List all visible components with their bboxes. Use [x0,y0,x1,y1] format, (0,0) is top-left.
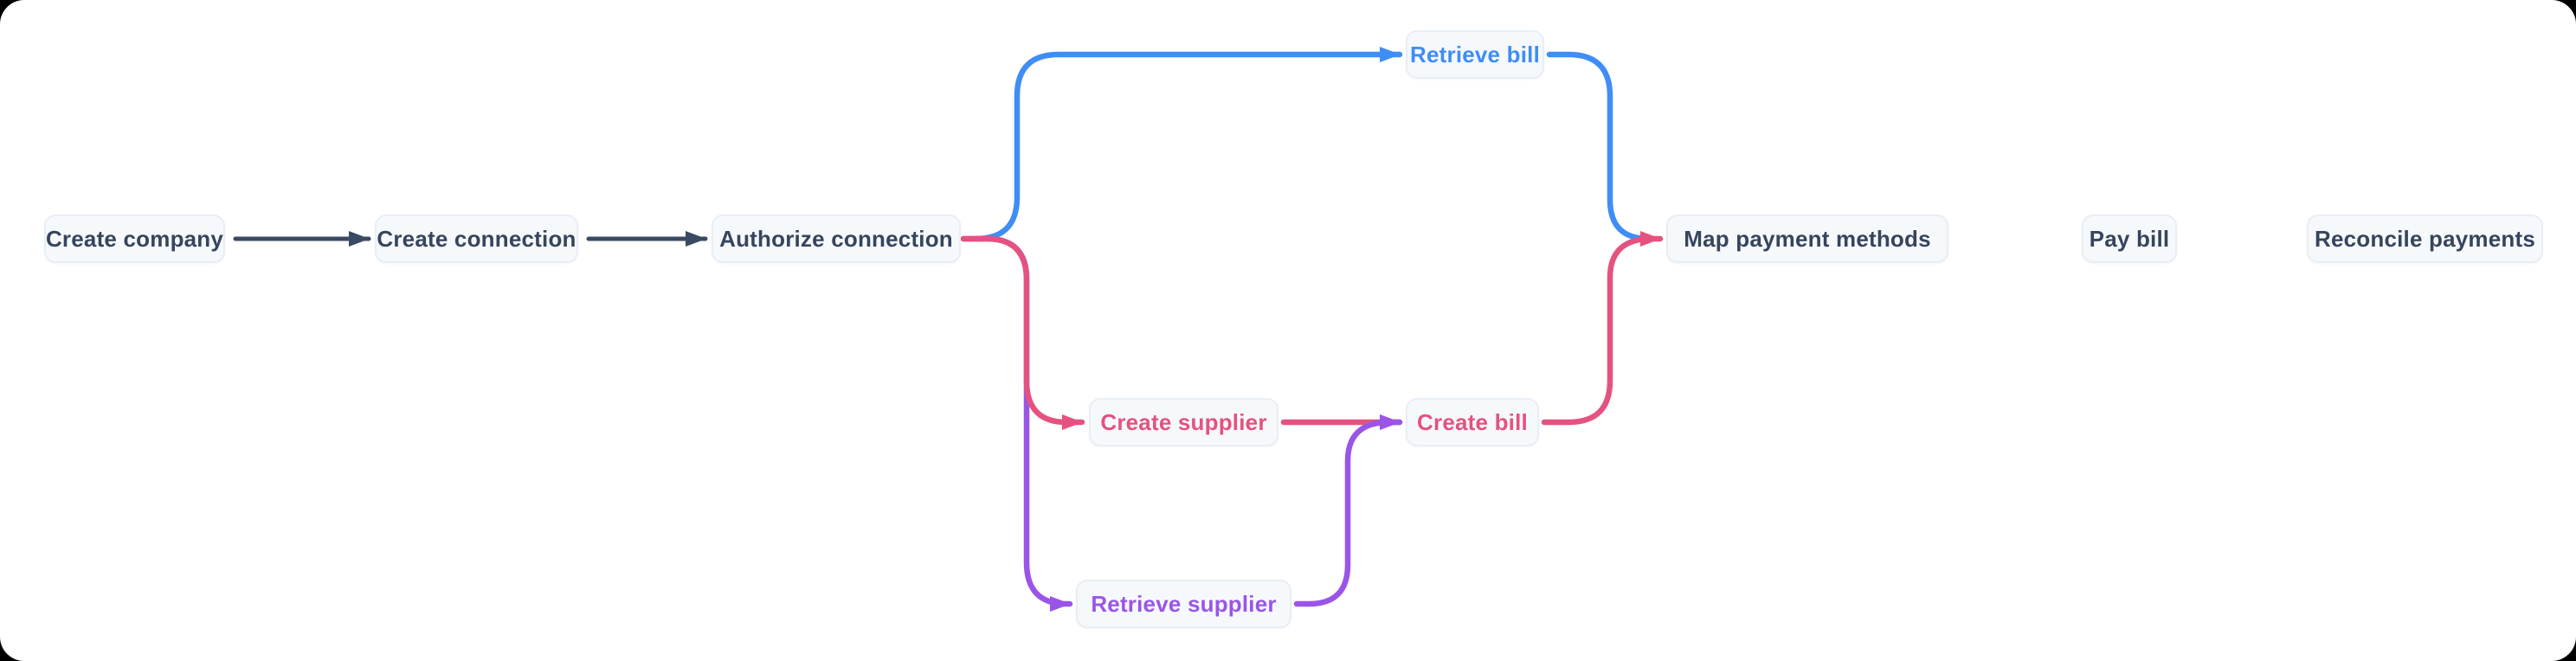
node-label: Retrieve supplier [1091,590,1277,617]
edge-create-bill-to-map-payment-methods [1541,231,1664,426]
node-label: Retrieve bill [1410,41,1540,67]
node-label: Authorize connection [719,225,953,252]
node-reconcile-payments[interactable]: Reconcile payments [2307,215,2543,263]
edge-authorize-to-create-supplier [960,235,1085,430]
node-create-company[interactable]: Create company [44,215,225,263]
node-label: Pay bill [2089,225,2170,252]
node-retrieve-bill[interactable]: Retrieve bill [1406,30,1544,79]
node-label: Map payment methods [1684,225,1931,252]
node-map-payment-methods[interactable]: Map payment methods [1666,215,1948,263]
node-pay-bill[interactable]: Pay bill [2082,215,2177,263]
edge-retrieve-bill-to-map-payment-methods [1546,51,1652,242]
edge-retrieve-supplier-to-create-bill [1293,414,1403,607]
node-label: Create company [45,225,224,252]
node-label: Reconcile payments [2314,225,2536,252]
node-label: Create connection [377,225,576,252]
node-retrieve-supplier[interactable]: Retrieve supplier [1076,580,1291,628]
node-authorize-connection[interactable]: Authorize connection [712,215,961,263]
node-label: Create bill [1417,408,1528,435]
edge-authorize-to-retrieve-bill [972,47,1403,242]
node-create-supplier[interactable]: Create supplier [1089,398,1278,446]
node-create-connection[interactable]: Create connection [375,215,578,263]
node-label: Create supplier [1100,408,1267,435]
node-create-bill[interactable]: Create bill [1406,398,1539,446]
